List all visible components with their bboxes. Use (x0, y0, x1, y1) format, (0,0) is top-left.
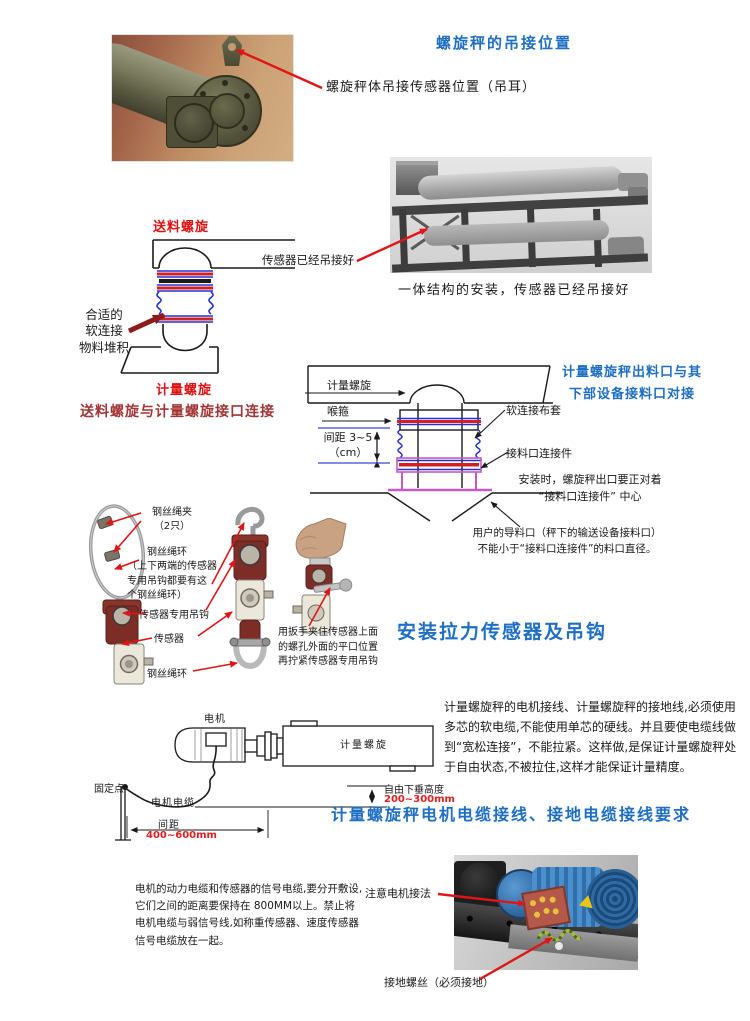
label-feed-screw: 送料螺旋 (153, 220, 210, 235)
note-outlet-size: 用户的导料口（秤下的输送设备接料口） 不能小于“接料口连接件”的料口直径。 (472, 527, 662, 555)
label-soft-connection: 合适的 软连接 物料堆积 (78, 307, 129, 355)
label-lifting-lug: 螺旋秤体吊接传感器位置（吊耳） (326, 80, 537, 95)
flange-hub (209, 93, 245, 129)
photo-screw-body (111, 34, 294, 162)
paragraph-cable-separation: 电机的动力电缆和传感器的信号电缆,要分开敷设, 它们之间的距离要保持在 800M… (135, 883, 363, 947)
frame-bottom-beam (391, 253, 649, 273)
value-sag-height: 200~300mm (384, 794, 455, 805)
value-span: 400~600mm (146, 830, 217, 841)
label-span: 间距 (158, 820, 180, 831)
note-wrench-tighten: 用扳手夹住传感器上面 的螺孔外面的平口位置 再拧紧传感器专用吊钩 (278, 627, 378, 667)
note-align-center: 安装时，螺旋秤出口要正对着 “接料口连接件” 中心 (518, 473, 662, 503)
lifting-lug (222, 36, 242, 66)
warning-sticker (578, 893, 596, 909)
label-rope-ring-1: 钢丝绳环 (147, 547, 187, 558)
title-install-load-sensor: 安装拉力传感器及吊钩 (397, 621, 608, 643)
label-sensor: 传感器 (154, 634, 184, 645)
label-hose-clamp: 喉箍 (327, 405, 349, 418)
label-soft-sleeve: 软连接布套 (506, 404, 561, 417)
label-fixed-point: 固定点 (94, 784, 124, 795)
title-outlet-connection: 计量螺旋秤出料口与其 下部设备接料口对接 (561, 365, 702, 403)
label-sensor-hook: 传感器专用吊钩 (139, 610, 209, 621)
frame-leg (398, 208, 409, 268)
label-port-connector: 接料口连接件 (506, 447, 572, 460)
photo-integral-machine (390, 157, 652, 273)
lower-screw-tube (423, 219, 610, 247)
label-ground-screw: 接地螺丝（必须接地） (384, 976, 494, 989)
label-metering-screw-2: 计量螺旋 (327, 379, 371, 392)
label-metering-screw: 计量螺旋 (156, 383, 213, 398)
ground-wire (536, 929, 582, 942)
upper-screw-tube (417, 165, 624, 201)
reducer-flange (460, 863, 500, 903)
title-cable-wiring: 计量螺旋秤电机电缆接线、接地电缆接线要求 (331, 805, 692, 824)
caption-integral-install: 一体结构的安装，传感器已经吊接好 (398, 283, 631, 298)
label-sensor-hung: 传感器已经吊接好 (262, 253, 354, 267)
caption-screw-interface: 送料螺旋与计量螺旋接口连接 (80, 404, 275, 420)
title-hanging-position: 螺旋秤的吊接位置 (436, 34, 573, 52)
diagram-motor-cable (115, 720, 434, 841)
label-sag-height: 自由下垂高度 (384, 785, 444, 796)
photo-blue-motor (454, 855, 638, 970)
note-rope-ring: （上下两端的传感器 专用吊钩都要有这 个钢丝绳环） (127, 561, 217, 601)
motor-cable-curve (124, 745, 217, 808)
motor-fan-grille (586, 869, 638, 929)
bearing-cover (174, 103, 214, 143)
label-rope-clamps: 钢丝绳夹 （2只） (152, 507, 192, 532)
label-rope-ring-2: 钢丝绳环 (147, 669, 187, 680)
paragraph-cable-requirements: 计量螺旋秤的电机接线、计量螺旋秤的接地线,必须使用多芯的软电缆,不能使用单芯的硬… (444, 700, 737, 774)
label-gap-3-5cm: 间距 3~5 （cm） (323, 431, 373, 459)
lifting-lug-hole (228, 43, 236, 51)
upper-motor (618, 173, 648, 191)
wire-rope-clamps (97, 515, 121, 562)
label-motor: 电机 (204, 714, 226, 725)
label-metering-screw-3: 计量螺旋 (340, 740, 388, 751)
illustration-rope-hook-assembly (88, 504, 154, 685)
illustration-hook-sensor-shackle (229, 507, 274, 669)
label-motor-wiring: 注意电机接法 (365, 887, 431, 900)
ground-screw (554, 941, 564, 951)
label-motor-cable: 电机电缆 (151, 798, 195, 809)
diagram-outlet-connection (305, 365, 563, 528)
